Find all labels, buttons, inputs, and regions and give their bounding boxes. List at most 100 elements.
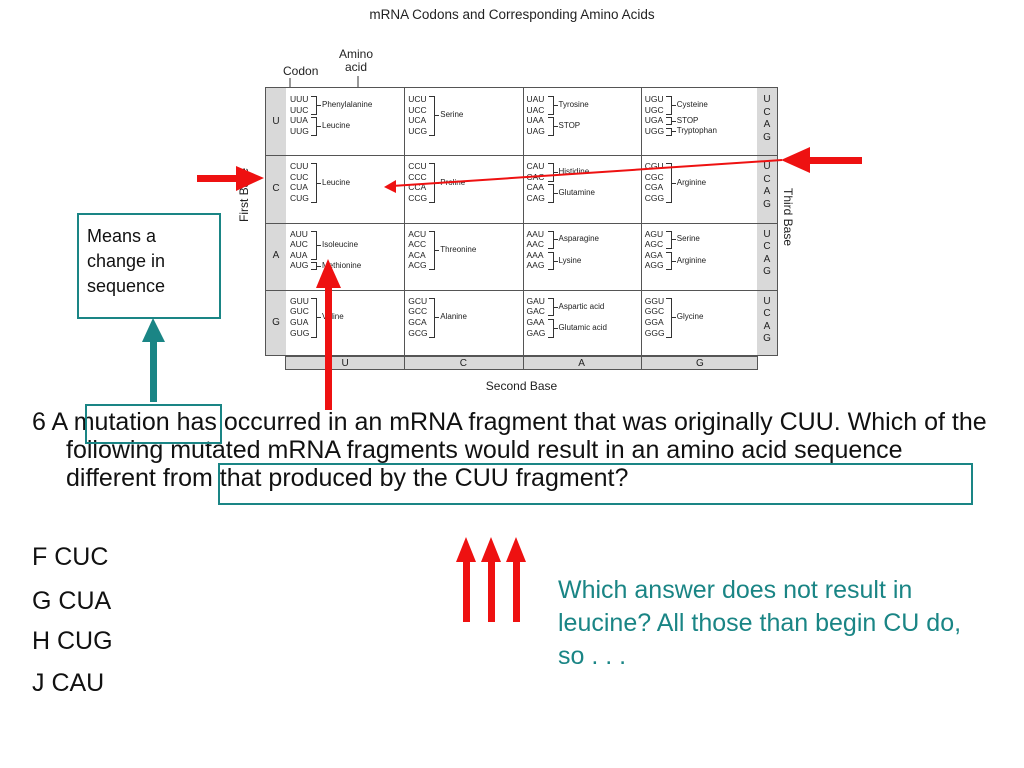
third-base-letter: C xyxy=(763,173,771,185)
codon: CAG xyxy=(526,193,545,204)
bracket-tick xyxy=(317,182,321,184)
codon: GCA xyxy=(408,316,427,327)
amino-acid-name: Proline xyxy=(440,177,466,187)
codon-bracket xyxy=(311,230,317,260)
codon: UCC xyxy=(408,104,427,115)
column-divider xyxy=(640,88,642,156)
third-base-letter: U xyxy=(763,94,771,105)
third-base-letter: A xyxy=(763,320,771,332)
bracket-tick xyxy=(317,317,321,319)
codon: UAG xyxy=(526,125,545,136)
row-divider xyxy=(266,289,777,291)
codon: AAG xyxy=(526,260,545,271)
amino-acid-name: Leucine xyxy=(322,121,351,130)
column-divider xyxy=(522,155,524,223)
column-divider xyxy=(640,155,642,223)
amino-acid-name: STOP xyxy=(676,115,699,125)
highlight-different-sequence: would result in an amino acid sequence d… xyxy=(66,436,903,492)
codon: GGA xyxy=(644,316,664,327)
codon: UAA xyxy=(526,115,544,126)
bracket-tick xyxy=(671,260,676,262)
first-base-letter: C xyxy=(272,182,280,194)
amino-acid-name: Histidine xyxy=(558,167,590,177)
codon: UCU xyxy=(408,94,427,104)
third-base-label: Third Base xyxy=(781,188,795,247)
codon: GCU xyxy=(408,295,428,306)
codon-label: Codon xyxy=(283,64,319,78)
third-base-letter: A xyxy=(763,119,771,130)
codon: GUC xyxy=(290,306,309,317)
second-base-divider xyxy=(404,357,406,369)
codon: CAC xyxy=(526,171,545,182)
codon: UUU xyxy=(290,94,309,104)
codon: GAC xyxy=(526,306,545,317)
codon: AUC xyxy=(290,239,308,250)
answer-h[interactable]: H CUG xyxy=(32,627,113,655)
callout-line: Means a xyxy=(87,226,157,246)
codon: GCG xyxy=(408,327,428,338)
third-base-letter: A xyxy=(763,186,771,198)
codon: CAA xyxy=(526,182,544,193)
amino-acid-name: Arginine xyxy=(676,255,707,265)
amino-acid-name: Tryptophan xyxy=(676,126,717,136)
codon-bracket xyxy=(665,251,672,271)
bracket-tick xyxy=(671,239,676,241)
column-divider xyxy=(404,222,406,290)
second-base-divider xyxy=(522,357,524,369)
column-divider xyxy=(522,88,524,156)
codon: GCC xyxy=(408,306,428,317)
codon: AUG xyxy=(290,260,309,271)
answer-g[interactable]: G CUA xyxy=(32,587,112,615)
codon: ACG xyxy=(408,260,427,271)
codon-bracket xyxy=(547,318,554,338)
codon-bracket xyxy=(665,96,672,115)
second-base-letter: A xyxy=(578,358,585,369)
amino-acid-name: Glutamic acid xyxy=(558,322,607,332)
codon: ACA xyxy=(408,249,426,260)
row-divider xyxy=(266,155,777,157)
highlight-box-phrase xyxy=(218,463,973,505)
bracket-tick xyxy=(553,193,558,195)
bracket-tick xyxy=(553,104,558,106)
codon: ACC xyxy=(408,239,427,250)
codon-bracket xyxy=(311,163,317,204)
codon-bracket xyxy=(429,230,436,271)
first-base-label: First Base xyxy=(237,167,251,222)
codon-bracket xyxy=(547,117,554,136)
second-base-letter: C xyxy=(459,358,467,369)
codon-bracket xyxy=(547,251,554,271)
codon: GAU xyxy=(526,295,545,306)
amino-acid-name: Arginine xyxy=(676,177,707,187)
codon: GAA xyxy=(526,316,545,327)
third-base-letter: G xyxy=(763,198,771,210)
first-base-letter: G xyxy=(272,317,280,329)
third-base-letter: U xyxy=(763,295,771,307)
bracket-tick xyxy=(671,317,676,319)
codon: CGG xyxy=(644,193,665,204)
third-base-letter: A xyxy=(763,253,771,265)
codon: AGU xyxy=(644,228,664,239)
answer-f[interactable]: F CUC xyxy=(32,543,109,571)
codon-bracket xyxy=(547,297,554,317)
column-divider xyxy=(522,289,524,357)
codon: GAG xyxy=(526,327,546,338)
bracket-tick xyxy=(435,249,440,251)
third-base-column xyxy=(757,88,777,355)
row-divider xyxy=(266,222,777,224)
codon-bracket xyxy=(311,96,317,115)
highlight-box-mutation xyxy=(85,404,222,444)
amino-acid-name: Tyrosine xyxy=(558,99,589,109)
answer-j[interactable]: J CAU xyxy=(32,669,105,697)
bracket-tick xyxy=(671,182,676,184)
amino-acid-name: Aspartic acid xyxy=(558,301,605,311)
codon: UUG xyxy=(290,125,309,136)
